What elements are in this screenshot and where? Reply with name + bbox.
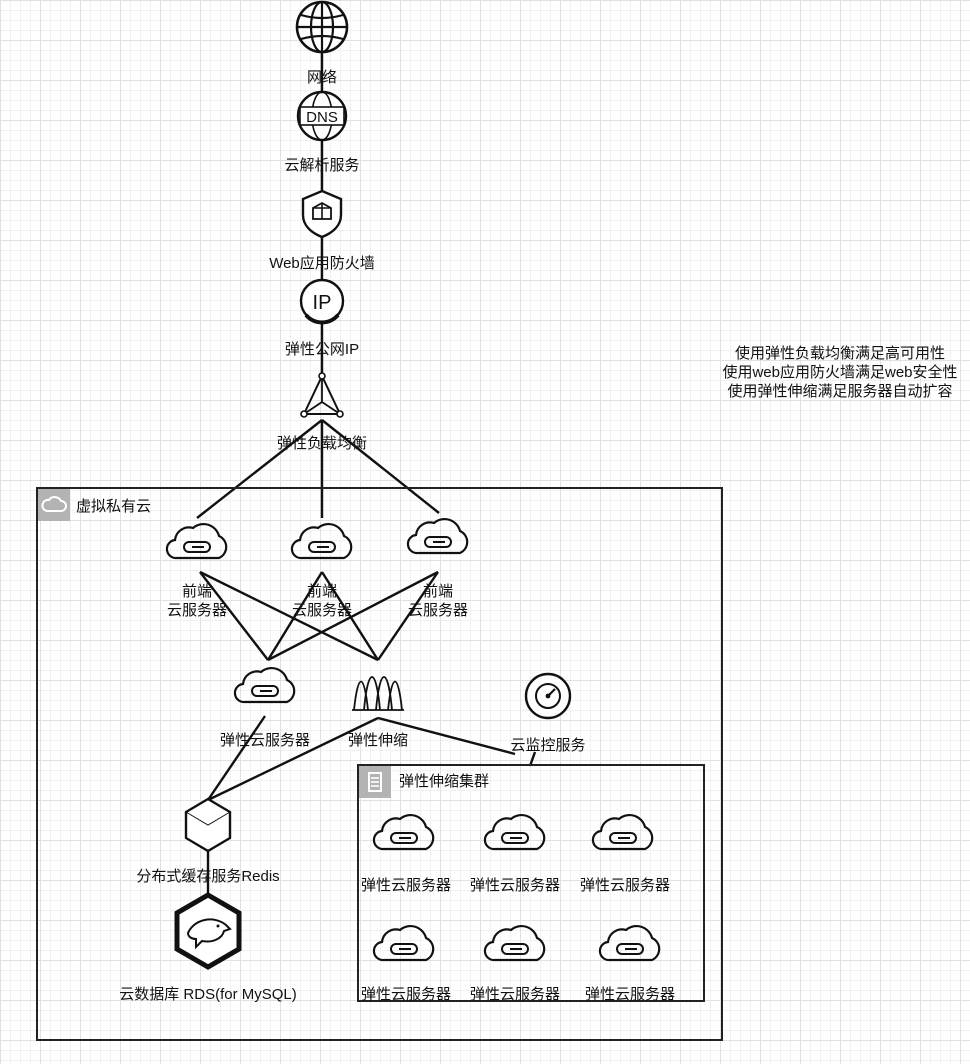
redis-label: 分布式缓存服务Redis xyxy=(136,868,280,885)
mysql-icon xyxy=(174,892,242,970)
frontend-label-2-line1: 前端 xyxy=(306,583,337,600)
monitor-icon xyxy=(524,672,572,720)
edge-elb-frontend3 xyxy=(321,419,440,514)
dns-label: 云解析服务 xyxy=(284,157,360,174)
shield-icon xyxy=(301,189,343,239)
auto-scaling-icon xyxy=(352,676,404,711)
as-cluster-group[interactable]: 弹性伸缩集群 xyxy=(357,764,705,1002)
frontend-label-1-line2: 云服务器 xyxy=(166,602,227,619)
server-rack-icon xyxy=(359,766,391,798)
autoscaling-label: 弹性伸缩 xyxy=(347,732,408,749)
edge-monitor-cluster xyxy=(528,751,537,767)
frontend-label-3: 前端 云服务器 xyxy=(388,582,488,620)
redis-icon xyxy=(184,797,232,853)
rds-label: 云数据库 RDS(for MySQL) xyxy=(119,986,297,1003)
internet-label: 网络 xyxy=(306,69,337,86)
frontend-label-3-line1: 前端 xyxy=(422,583,453,600)
cloud-icon xyxy=(38,489,70,521)
vpc-title: 虚拟私有云 xyxy=(76,498,152,515)
edge-frontend1-ecs xyxy=(199,571,269,661)
frontend-label-2: 前端 云服务器 xyxy=(272,582,372,620)
edge-ecs-redis xyxy=(207,715,266,801)
frontend-label-1: 前端 云服务器 xyxy=(147,582,247,620)
notes-text: 使用弹性负载均衡满足高可用性 使用web应用防火墙满足web安全性 使用弹性伸缩… xyxy=(720,344,960,401)
edge-frontend3-as xyxy=(377,571,439,661)
cluster-server-label-3: 弹性云服务器 xyxy=(579,877,670,894)
frontend-label-1-line1: 前端 xyxy=(181,583,212,600)
cloud-monitor-label: 云监控服务 xyxy=(510,737,586,754)
frontend-label-3-line2: 云服务器 xyxy=(407,602,468,619)
ecs-label: 弹性云服务器 xyxy=(219,732,310,749)
dns-icon-text: DNS xyxy=(306,109,338,126)
cluster-server-label-2: 弹性云服务器 xyxy=(469,877,560,894)
ip-icon: IP xyxy=(299,278,345,325)
vpc-group[interactable]: 虚拟私有云 xyxy=(36,487,723,1041)
waf-label: Web应用防火墙 xyxy=(269,255,375,272)
frontend-label-2-line2: 云服务器 xyxy=(291,602,352,619)
ip-icon-text: IP xyxy=(313,292,332,314)
note-line-2: 使用web应用防火墙满足web安全性 xyxy=(722,364,958,381)
dns-icon: DNS xyxy=(296,90,348,142)
note-line-1: 使用弹性负载均衡满足高可用性 xyxy=(734,345,945,362)
edge-frontend2-ecs xyxy=(266,571,324,661)
eip-label: 弹性公网IP xyxy=(284,341,360,358)
cluster-server-label-1: 弹性云服务器 xyxy=(360,877,451,894)
cluster-server-label-5: 弹性云服务器 xyxy=(469,986,560,1003)
as-cluster-title: 弹性伸缩集群 xyxy=(399,773,490,790)
elb-label: 弹性负载均衡 xyxy=(276,435,367,452)
edge-elb-frontend1 xyxy=(196,419,323,519)
edge-frontend3-ecs xyxy=(267,570,439,662)
cluster-server-label-4: 弹性云服务器 xyxy=(360,986,451,1003)
note-line-3: 使用弹性伸缩满足服务器自动扩容 xyxy=(727,383,953,400)
connections xyxy=(196,52,537,894)
edge-frontend2-as xyxy=(320,571,380,661)
cluster-server-label-6: 弹性云服务器 xyxy=(584,986,675,1003)
edge-frontend1-as xyxy=(199,570,379,662)
globe-icon xyxy=(295,0,349,54)
edge-as-monitor xyxy=(377,716,516,756)
edge-as-redis xyxy=(207,716,379,802)
load-balancer-icon xyxy=(300,372,344,418)
